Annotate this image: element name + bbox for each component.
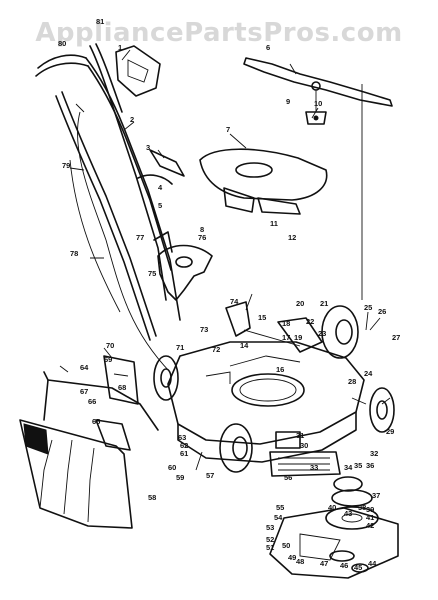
callout-60: 60 [168,463,176,472]
callout-21: 21 [320,299,328,308]
callout-28: 28 [348,377,356,386]
callout-26: 26 [378,307,386,316]
callout-81: 81 [96,17,104,26]
callout-70: 70 [106,341,114,350]
callout-45: 45 [354,563,362,572]
callout-7: 7 [226,125,230,134]
callout-36: 36 [366,461,374,470]
callout-2: 2 [130,115,134,124]
callout-25: 25 [364,303,372,312]
callout-67: 67 [80,387,88,396]
callout-30: 30 [300,441,308,450]
callout-41: 41 [366,513,374,522]
motor-hood [199,148,328,215]
callout-75: 75 [148,269,156,278]
motor-mount [269,476,399,579]
callout-54: 54 [274,513,283,522]
callout-17: 17 [282,333,290,342]
callout-78: 78 [70,249,78,258]
callout-39: 39 [366,505,374,514]
callout-9: 9 [286,97,290,106]
callout-76: 76 [198,233,206,242]
callout-50: 50 [282,541,290,550]
callout-63: 63 [178,433,186,442]
callout-48: 48 [296,557,304,566]
callout-73: 73 [200,325,208,334]
leader-lines [59,49,391,471]
callout-33: 33 [310,463,318,472]
callout-8: 8 [200,225,204,234]
discharge-baffle [269,451,341,477]
callout-74: 74 [230,297,239,306]
height-adjuster [103,301,323,405]
callout-47: 47 [320,559,328,568]
callout-64: 64 [80,363,89,372]
grass-bag [19,371,159,529]
callout-6: 6 [266,43,270,52]
callout-40: 40 [328,503,336,512]
callout-27: 27 [392,333,400,342]
callout-61: 61 [180,449,188,458]
callout-38: 38 [358,503,366,512]
callout-15: 15 [258,313,266,322]
callout-4: 4 [158,183,163,192]
callout-72: 72 [212,345,220,354]
callout-12: 12 [288,233,296,242]
callout-68: 68 [118,383,126,392]
callout-77: 77 [136,233,144,242]
callout-80: 80 [58,39,66,48]
callout-22: 22 [306,317,314,326]
watermark: AppliancePartsPros.com [35,18,403,48]
callout-31: 31 [296,431,304,440]
bracket-75 [157,244,213,301]
callout-69: 69 [104,355,112,364]
wheels [153,305,395,473]
callout-58: 58 [148,493,156,502]
callout-52: 52 [266,535,274,544]
callout-29: 29 [386,427,394,436]
callout-18: 18 [282,319,290,328]
callout-42: 42 [366,521,374,530]
callout-49: 49 [288,553,296,562]
callout-1: 1 [118,43,122,52]
callout-53: 53 [266,523,274,532]
blade [243,57,393,125]
callout-65: 65 [92,417,100,426]
mower-deck [167,341,365,463]
callout-32: 32 [370,449,378,458]
callout-79: 79 [62,161,70,170]
callout-43: 43 [344,509,352,518]
callout-57: 57 [206,471,214,480]
callout-51: 51 [266,543,274,552]
callout-10: 10 [314,99,322,108]
callout-14: 14 [240,341,249,350]
callout-66: 66 [88,397,96,406]
cables [69,111,171,373]
callout-46: 46 [340,561,348,570]
callout-59: 59 [176,473,184,482]
callout-16: 16 [276,365,284,374]
callout-11: 11 [270,219,278,228]
callout-5: 5 [158,201,162,210]
callout-24: 24 [364,369,373,378]
callout-56: 56 [284,473,292,482]
callout-37: 37 [372,491,380,500]
callout-34: 34 [344,463,353,472]
callout-55: 55 [276,503,284,512]
handle-assembly [35,43,185,341]
callout-3: 3 [146,143,150,152]
callout-20: 20 [296,299,304,308]
callout-44: 44 [368,559,377,568]
callout-35: 35 [354,461,362,470]
callout-62: 62 [180,441,188,450]
callout-71: 71 [176,343,184,352]
callout-19: 19 [294,333,302,342]
callout-23: 23 [318,329,326,338]
